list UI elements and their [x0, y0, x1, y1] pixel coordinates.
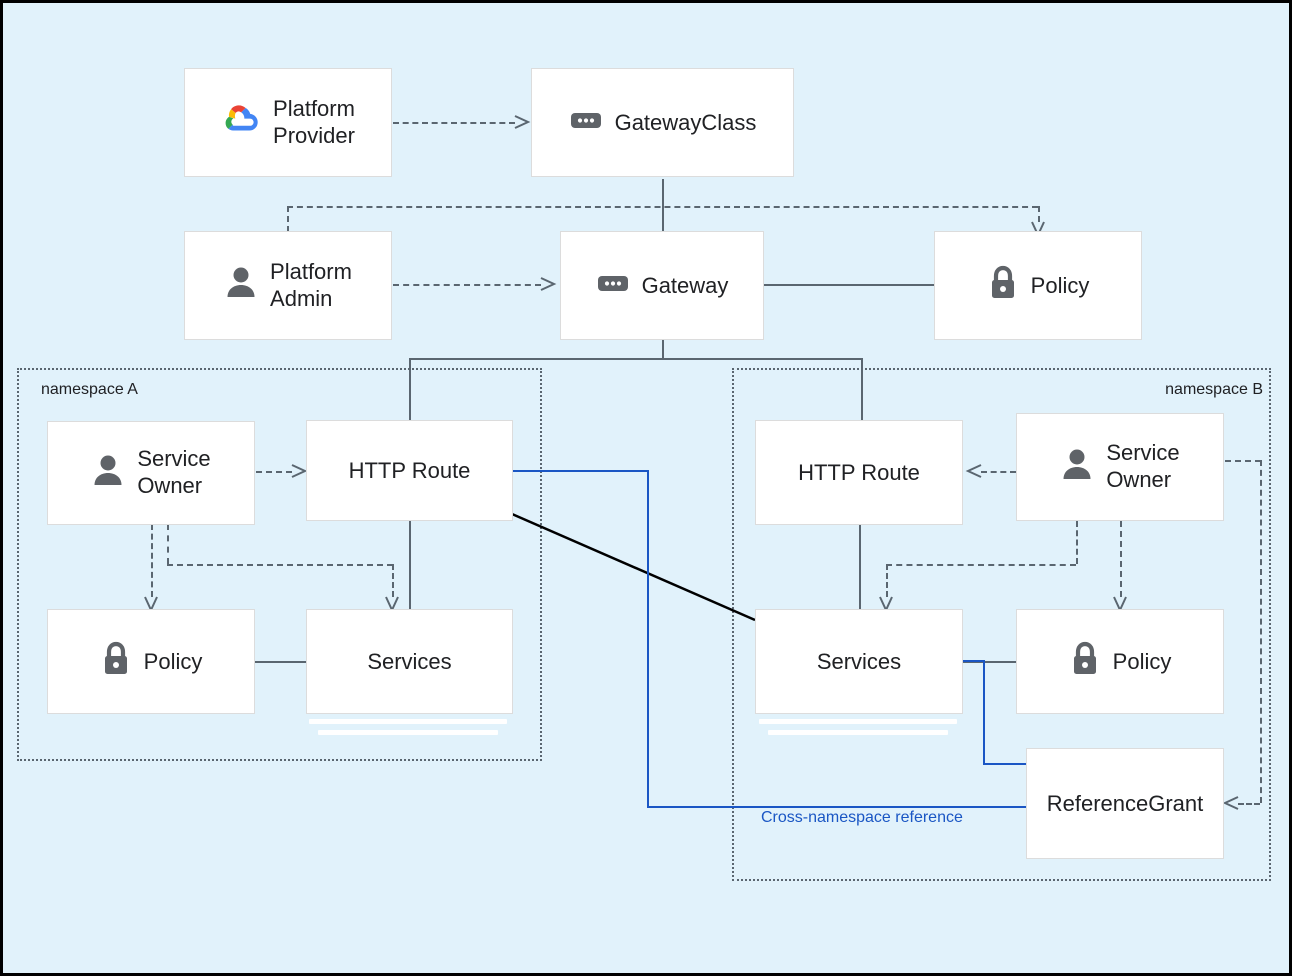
node-gatewayclass[interactable]: GatewayClass [531, 68, 794, 177]
cross-namespace-reference-label: Cross-namespace reference [761, 809, 963, 826]
lock-icon [1069, 640, 1101, 684]
services-b-stack-line-1 [759, 719, 957, 724]
connector-gateway-httproute-b [861, 358, 863, 420]
person-icon [224, 264, 258, 307]
node-policy-top-label: Policy [1030, 272, 1090, 298]
connector-gateway-policy [764, 284, 934, 286]
connector-httproute-b-services-b [859, 524, 861, 613]
person-icon [1060, 446, 1094, 489]
node-reference-grant[interactable]: ReferenceGrant [1026, 748, 1224, 859]
dashed-owner-b-elbow-left [886, 564, 1076, 566]
connector-gateway-httproute-a [409, 358, 411, 420]
blue-ref-services-b-down [983, 660, 985, 764]
node-http-route-a[interactable]: HTTP Route [306, 420, 513, 521]
blue-ref-httproute-a-right [512, 470, 649, 472]
namespace-b-label: namespace B [1165, 381, 1263, 398]
dashed-owner-a-elbow-down [167, 524, 169, 564]
connector-gateway-bus [409, 358, 863, 360]
google-cloud-icon [221, 102, 261, 143]
dashed-owner-b-to-policy-b [1120, 521, 1122, 597]
node-services-a-label: Services [367, 648, 452, 674]
node-http-route-b-label: HTTP Route [798, 459, 920, 485]
gateway-class-icon [569, 108, 603, 138]
services-b-stack-line-2 [768, 730, 948, 735]
node-platform-admin[interactable]: Platform Admin [184, 231, 392, 340]
node-service-owner-b[interactable]: Service Owner [1016, 413, 1224, 521]
node-platform-admin-label: Platform Admin [270, 258, 352, 311]
dashed-owner-a-to-policy-a [151, 524, 153, 597]
lock-icon [100, 640, 132, 684]
node-reference-grant-label: ReferenceGrant [1046, 790, 1204, 816]
dashed-owner-a-elbow-right [167, 564, 393, 566]
node-policy-b-label: Policy [1112, 648, 1172, 674]
services-a-stack-line-2 [318, 730, 498, 735]
lock-icon [987, 264, 1019, 308]
node-service-owner-a[interactable]: Service Owner [47, 421, 255, 525]
dashed-owner-b-to-httproute-b [981, 471, 1016, 473]
dashed-owner-b-right-down [1260, 460, 1262, 803]
dashed-admin-to-gateway [393, 284, 541, 286]
namespace-b-container [732, 368, 1271, 881]
person-icon [91, 452, 125, 495]
connector-gatewayclass-gateway [662, 179, 664, 231]
node-policy-b[interactable]: Policy [1016, 609, 1224, 714]
services-a-stack-line-1 [309, 719, 507, 724]
dashed-to-referencegrant [1238, 803, 1260, 805]
dashed-top-bus-right-drop [1038, 206, 1040, 222]
dashed-owner-b-to-services-b [886, 564, 888, 597]
blue-ref-vertical-down [647, 470, 649, 807]
node-platform-provider-label: Platform Provider [273, 95, 355, 148]
node-gatewayclass-label: GatewayClass [614, 109, 757, 135]
connector-policy-a-services-a [255, 661, 308, 663]
node-services-b[interactable]: Services [755, 609, 963, 714]
dashed-top-bus-left-stub [287, 206, 289, 232]
gateway-icon [596, 271, 630, 301]
node-policy-top[interactable]: Policy [934, 231, 1142, 340]
blue-ref-bottom-to-grant [647, 806, 1026, 808]
node-policy-a[interactable]: Policy [47, 609, 255, 714]
dashed-top-bus [287, 206, 1038, 208]
node-policy-a-label: Policy [143, 648, 203, 674]
blue-ref-services-b-to-grant [983, 763, 1026, 765]
node-gateway[interactable]: Gateway [560, 231, 764, 340]
node-platform-provider[interactable]: Platform Provider [184, 68, 392, 177]
node-http-route-a-label: HTTP Route [348, 457, 471, 483]
connector-services-b-policy-b [963, 661, 1016, 663]
connector-gateway-stem [662, 339, 664, 360]
node-service-owner-b-label: Service Owner [1106, 440, 1180, 492]
node-services-b-label: Services [816, 648, 902, 674]
node-http-route-b[interactable]: HTTP Route [755, 420, 963, 525]
dashed-owner-b-right-stub [1225, 460, 1261, 462]
node-service-owner-a-label: Service Owner [137, 446, 211, 498]
dashed-owner-b-elbow-down [1076, 521, 1078, 564]
connector-httproute-a-services-a [409, 520, 411, 613]
dashed-owner-a-to-services-a [392, 564, 394, 597]
namespace-a-label: namespace A [41, 381, 138, 398]
node-services-a[interactable]: Services [306, 609, 513, 714]
dashed-provider-to-gatewayclass [393, 122, 515, 124]
blue-ref-services-b-right [963, 660, 985, 662]
node-gateway-label: Gateway [641, 272, 729, 298]
dashed-owner-a-to-httproute-a [256, 471, 292, 473]
